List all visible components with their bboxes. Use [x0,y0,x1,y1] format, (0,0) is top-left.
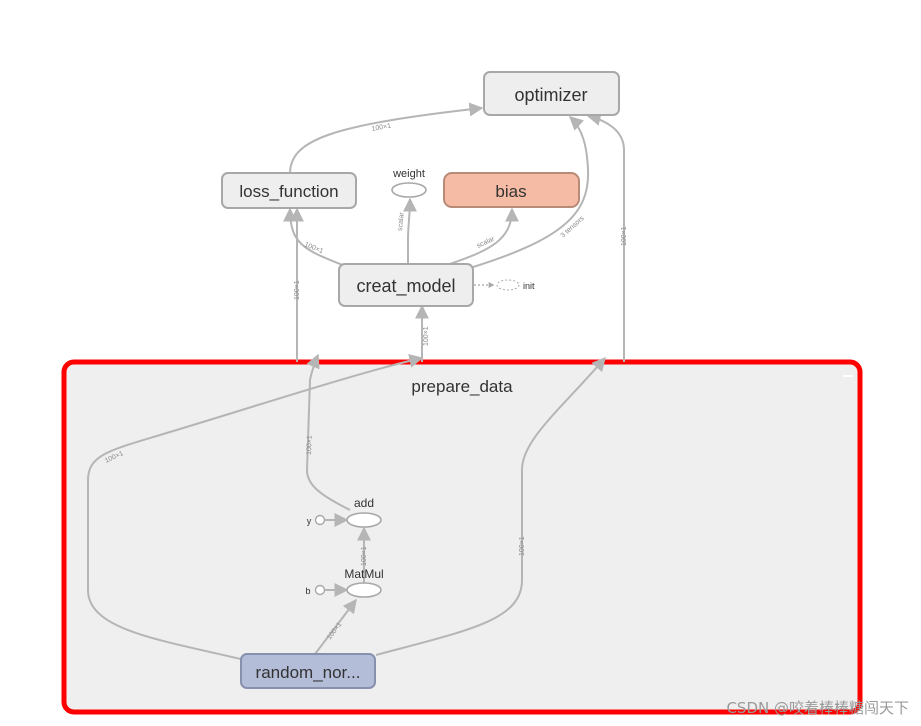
init-label: init [523,281,535,291]
b-constant-icon[interactable] [314,584,326,596]
bias-label: bias [495,182,526,201]
matmul-label: MatMul [344,567,383,581]
edge-loss-to-optimizer [289,102,484,175]
node-init[interactable]: init [496,279,535,291]
add-op-icon[interactable] [346,512,382,528]
weight-variable-icon[interactable] [391,182,427,198]
edge-label-prepare-to-optimizer: 100×1 [621,226,628,246]
edge-model-to-weight [402,197,417,264]
optimizer-label: optimizer [514,85,587,105]
node-bias[interactable]: bias [443,172,580,208]
y-constant-icon[interactable] [314,514,326,526]
edge-random-to-model [87,353,424,661]
loss-function-box[interactable] [221,172,357,209]
node-add[interactable]: add [346,496,382,528]
init-op-icon[interactable] [496,279,520,291]
edge-prepare-to-optimizer [586,112,625,362]
edge-add-to-loss [305,353,351,511]
optimizer-box[interactable] [483,71,620,116]
node-random-normal[interactable]: random_nor... [240,653,376,689]
node-optimizer[interactable]: optimizer [483,71,620,116]
prepare-data-label: prepare_data [411,377,513,396]
edge-random-to-matmul [314,598,357,655]
node-matmul[interactable]: MatMul [344,567,384,598]
loss-function-label: loss_function [239,182,338,201]
edge-label-random-to-optimizer: 100×1 [519,536,526,556]
edge-model-to-bias [449,207,519,265]
creat-model-box[interactable] [338,263,474,307]
random-normal-label: random_nor... [256,663,361,682]
edge-label-model-to-optimizer: 3 tensors [560,215,586,240]
node-y[interactable]: y [307,514,326,527]
node-weight[interactable]: weight [391,168,427,198]
bias-box[interactable] [443,172,580,208]
prepare-data-group-box[interactable] [61,359,863,715]
edge-label-matmul-to-add: 100×1 [361,546,368,566]
edge-model-to-optimizer [469,116,590,269]
node-b[interactable]: b [305,584,326,597]
node-loss-function[interactable]: loss_function [221,172,357,209]
edge-label-add-to-loss: 100×1 [306,435,314,455]
random-normal-box[interactable] [240,653,376,689]
node-creat-model[interactable]: creat_model [338,263,474,307]
edge-label-loss-to-optimizer: 100×1 [371,123,392,133]
edge-label-model-to-weight: scalar [397,211,406,231]
creat-model-label: creat_model [356,276,455,297]
b-label: b [305,586,310,596]
matmul-op-icon[interactable] [346,582,382,598]
prepare-data-group[interactable]: prepare_data [61,359,863,715]
watermark-text: CSDN @咬着棒棒糖闯天下 [726,699,909,717]
edge-model-to-loss [283,207,346,267]
weight-label: weight [392,168,425,180]
edge-label-model-to-bias: scalar [476,235,496,250]
edge-random-to-optimizer [375,356,606,656]
edge-label-prepare-to-loss: 100×1 [294,280,301,300]
add-label: add [354,496,374,510]
edge-label-prepare-to-model: 100×1 [423,326,430,346]
y-label: y [307,516,312,526]
